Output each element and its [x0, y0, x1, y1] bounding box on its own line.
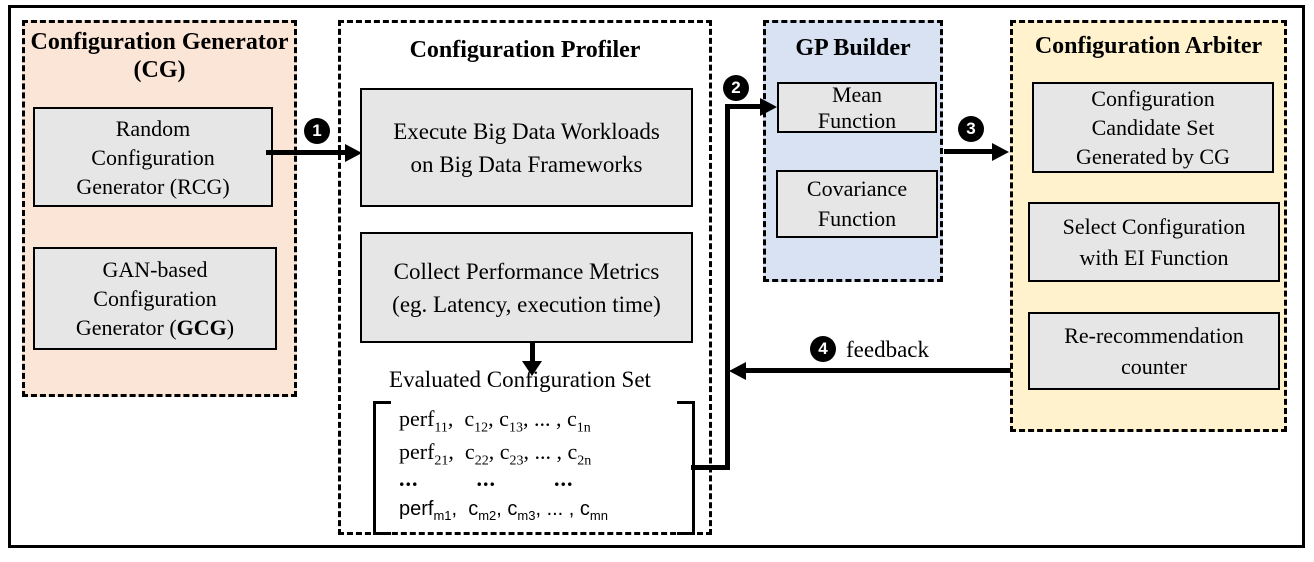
arrow4-line — [744, 368, 1011, 373]
candidate-set-box: Configuration Candidate Set Generated by… — [1032, 82, 1274, 173]
rcg-box: Random Configuration Generator (RCG) — [33, 107, 273, 207]
step1-badge: 1 — [304, 118, 330, 144]
gcg-box: GAN-based Configuration Generator (GCG) — [33, 247, 277, 350]
select-configuration-label: Select Configuration with EI Function — [1062, 214, 1246, 270]
arrow1-line — [266, 150, 347, 155]
rerecommendation-counter-label: Re-recommendation counter — [1064, 323, 1244, 379]
arrow3-line — [944, 149, 994, 154]
gcg-box-label: GAN-based Configuration Generator (GCG) — [75, 257, 235, 340]
arrow2-arrowhead-icon — [760, 98, 777, 116]
matrix-row: perf11, c12, c13, ... , c1n — [399, 406, 591, 436]
arbiter-section-title: Configuration Arbiter — [1034, 33, 1263, 59]
mean-function-label: Mean Function — [817, 81, 897, 133]
arrow2-line-horizontal-top — [728, 104, 761, 109]
arrow1-arrowhead-icon — [345, 144, 362, 162]
collect-to-evaluated-arrowhead-icon — [522, 361, 542, 376]
covariance-function-label: Covariance Function — [806, 176, 908, 231]
arrow2-line-horizontal-bottom — [691, 465, 728, 470]
select-configuration-box: Select Configuration with EI Function — [1028, 202, 1280, 282]
profiler-section-title: Configuration Profiler — [409, 37, 641, 63]
section-gp-builder-fill — [763, 20, 943, 282]
matrix-row: ... ... ... — [399, 466, 574, 491]
outer-frame — [8, 5, 1305, 548]
evaluated-set-label: Evaluated Configuration Set — [389, 367, 651, 392]
matrix-left-bracket — [373, 401, 391, 535]
rerecommendation-counter-box: Re-recommendation counter — [1028, 312, 1280, 390]
step4-badge: 4 — [810, 336, 836, 362]
gp-builder-section-title: GP Builder — [795, 35, 911, 61]
step3-badge: 3 — [958, 116, 984, 142]
arrow3-arrowhead-icon — [992, 143, 1009, 161]
execute-workloads-label: Execute Big Data Workloads on Big Data F… — [393, 118, 660, 177]
arrow2-line-vertical — [725, 104, 730, 470]
rcg-box-label: Random Configuration Generator (RCG) — [76, 115, 230, 199]
feedback-label: feedback — [846, 337, 929, 362]
collect-metrics-box: Collect Performance Metrics (eg. Latency… — [360, 232, 693, 343]
mean-function-box: Mean Function — [777, 82, 937, 133]
step2-badge: 2 — [723, 75, 749, 101]
collect-to-evaluated-arrow-line — [530, 343, 535, 362]
collect-metrics-label: Collect Performance Metrics (eg. Latency… — [392, 258, 661, 317]
covariance-function-box: Covariance Function — [776, 170, 938, 238]
matrix-row: perf21, c22, c23, ... , c2n — [399, 439, 592, 469]
candidate-set-label: Configuration Candidate Set Generated by… — [1076, 86, 1230, 169]
cg-section-title: Configuration Generator (CG) — [30, 29, 289, 83]
execute-workloads-box: Execute Big Data Workloads on Big Data F… — [360, 88, 693, 207]
arrow4-arrowhead-icon — [729, 362, 746, 380]
matrix-row: perfm1, cm2, cm3, ... , cmn — [399, 498, 608, 523]
